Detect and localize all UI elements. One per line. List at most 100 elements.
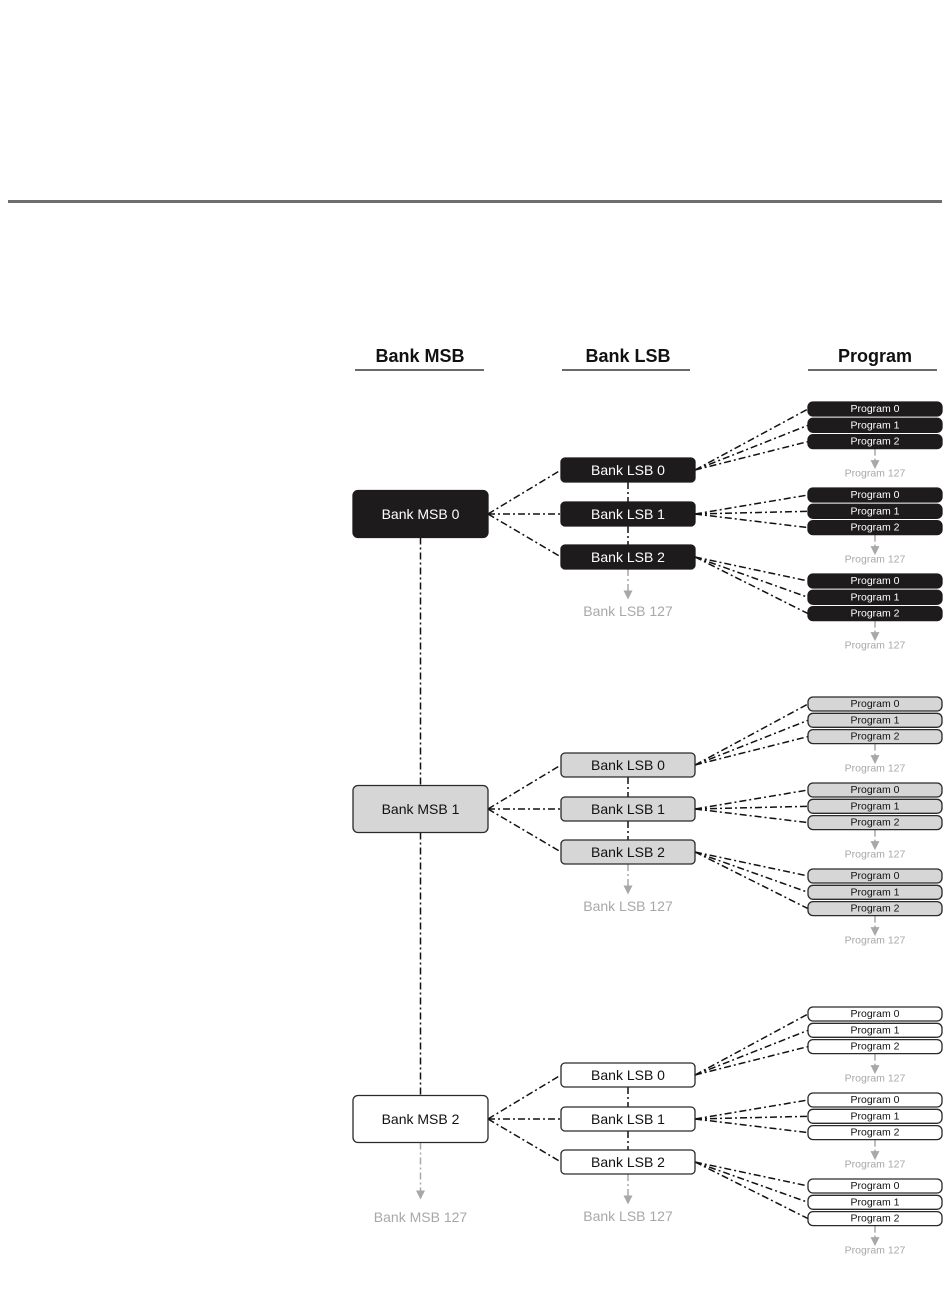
lsb00-program0-connector <box>694 408 809 471</box>
lsb-box-2-1-shape <box>560 1106 696 1132</box>
lsb22-program0-connector <box>694 1161 809 1187</box>
program-box-2-0-0: Program 0 <box>807 1006 943 1022</box>
program-box-0-0-2-label: Program 2 <box>850 436 899 448</box>
program-box-1-0-2-label: Program 2 <box>850 731 899 743</box>
program-box-1-1-0-label: Program 0 <box>850 784 899 796</box>
program-box-1-2-2: Program 2 <box>807 900 943 917</box>
lsb10-program1-connector <box>694 719 809 766</box>
lsb-box-2-0: Bank LSB 0 <box>560 1062 696 1088</box>
program-box-1-1-1: Program 1 <box>807 798 943 814</box>
program-box-2-0-0-label: Program 0 <box>850 1008 899 1020</box>
lsb-more-label-2: Bank LSB 127 <box>583 1208 673 1224</box>
lsb20-program2-connector <box>694 1045 809 1076</box>
msb2-lsb2-connector <box>487 1118 562 1163</box>
program-box-1-1-1-label: Program 1 <box>850 800 899 812</box>
program-box-0-1-2: Program 2 <box>807 519 943 536</box>
program-box-1-0-1-shape <box>807 712 943 728</box>
msb-box-0-label: Bank MSB 0 <box>382 506 460 522</box>
program-box-1-2-1-shape <box>807 884 943 900</box>
lsb21-program2-connector <box>694 1118 809 1134</box>
program-box-2-2-2: Program 2 <box>807 1210 943 1227</box>
lsb01-program0-connector <box>694 494 809 515</box>
program-box-1-0-0-label: Program 0 <box>850 698 899 710</box>
lsb-box-2-0-label: Bank LSB 0 <box>591 1067 665 1083</box>
program-box-0-0-1-shape <box>807 417 943 433</box>
program-box-1-1-2-label: Program 2 <box>850 817 899 829</box>
msb-more-label: Bank MSB 127 <box>374 1209 468 1225</box>
lsb-box-0-0: Bank LSB 0 <box>560 457 696 483</box>
program-box-2-2-1: Program 1 <box>807 1194 943 1210</box>
header-bank-msb: Bank MSB <box>375 346 464 366</box>
lsb12-program0-connector <box>694 851 809 877</box>
program-box-0-2-1-shape <box>807 589 943 605</box>
lsb-box-0-0-label: Bank LSB 0 <box>591 462 665 478</box>
lsb-box-1-2: Bank LSB 2 <box>560 839 696 865</box>
program-box-0-1-1-shape <box>807 503 943 519</box>
lsb22-program2-connector <box>694 1161 809 1220</box>
program-box-2-1-1: Program 1 <box>807 1108 943 1124</box>
program-box-2-0-1: Program 1 <box>807 1022 943 1038</box>
program-box-0-0-2: Program 2 <box>807 433 943 450</box>
program-box-1-1-1-shape <box>807 798 943 814</box>
program-box-2-2-2-shape <box>807 1210 943 1227</box>
msb-box-1-shape <box>352 784 489 834</box>
program-box-1-1-0: Program 0 <box>807 782 943 798</box>
program-box-2-1-0-label: Program 0 <box>850 1094 899 1106</box>
lsb-box-1-2-label: Bank LSB 2 <box>591 844 665 860</box>
lsb11-program1-connector <box>694 805 809 810</box>
program-box-0-1-2-label: Program 2 <box>850 522 899 534</box>
msb-box-2-shape <box>352 1094 489 1144</box>
program-box-2-0-1-label: Program 1 <box>850 1024 899 1036</box>
program-box-2-2-1-label: Program 1 <box>850 1196 899 1208</box>
lsb02-program1-connector <box>694 556 809 599</box>
lsb-box-1-0-shape <box>560 752 696 778</box>
lsb01-program1-connector <box>694 510 809 515</box>
msb1-lsb0-connector <box>487 764 562 810</box>
program-box-1-0-0: Program 0 <box>807 696 943 712</box>
lsb-box-0-2-shape <box>560 544 696 570</box>
lsb-box-1-1: Bank LSB 1 <box>560 796 696 822</box>
lsb00-program1-connector <box>694 424 809 471</box>
program-box-0-0-1-label: Program 1 <box>850 419 899 431</box>
lsb21-program0-connector <box>694 1099 809 1120</box>
program-box-1-2-0-shape <box>807 868 943 884</box>
program-box-2-1-2: Program 2 <box>807 1124 943 1141</box>
program-box-1-1-2: Program 2 <box>807 814 943 831</box>
lsb02-program2-connector <box>694 556 809 615</box>
program-box-1-2-0: Program 0 <box>807 868 943 884</box>
msb-box-1: Bank MSB 1 <box>352 784 489 834</box>
program-box-0-2-2-shape <box>807 605 943 622</box>
program-more-label-1-2: Program 127 <box>845 935 906 947</box>
lsb-box-2-1: Bank LSB 1 <box>560 1106 696 1132</box>
lsb-box-0-2: Bank LSB 2 <box>560 544 696 570</box>
lsb01-program2-connector <box>694 513 809 529</box>
program-box-1-0-1-label: Program 1 <box>850 714 899 726</box>
program-more-label-1-0: Program 127 <box>845 763 906 775</box>
msb-box-0-shape <box>352 489 489 539</box>
program-more-label-2-2: Program 127 <box>845 1245 906 1257</box>
program-box-1-0-2: Program 2 <box>807 728 943 745</box>
program-box-0-2-1-label: Program 1 <box>850 591 899 603</box>
program-box-2-2-0-shape <box>807 1178 943 1194</box>
program-box-2-1-2-shape <box>807 1124 943 1141</box>
lsb-box-0-1-shape <box>560 501 696 527</box>
program-box-2-1-0-shape <box>807 1092 943 1108</box>
lsb-box-1-1-label: Bank LSB 1 <box>591 801 665 817</box>
program-more-label-0-0: Program 127 <box>845 468 906 480</box>
msb-box-2: Bank MSB 2 <box>352 1094 489 1144</box>
program-box-2-1-0: Program 0 <box>807 1092 943 1108</box>
program-box-2-0-0-shape <box>807 1006 943 1022</box>
program-box-0-2-0-label: Program 0 <box>850 575 899 587</box>
lsb10-program2-connector <box>694 735 809 766</box>
program-box-2-1-1-label: Program 1 <box>850 1110 899 1122</box>
program-box-2-2-1-shape <box>807 1194 943 1210</box>
program-box-0-1-0: Program 0 <box>807 487 943 503</box>
program-more-label-2-0: Program 127 <box>845 1073 906 1085</box>
program-more-label-2-1: Program 127 <box>845 1159 906 1171</box>
program-box-0-0-0: Program 0 <box>807 401 943 417</box>
lsb-more-label-0: Bank LSB 127 <box>583 603 673 619</box>
lsb-more-label-1: Bank LSB 127 <box>583 898 673 914</box>
lsb10-program0-connector <box>694 703 809 766</box>
header-bank-lsb: Bank LSB <box>585 346 670 366</box>
